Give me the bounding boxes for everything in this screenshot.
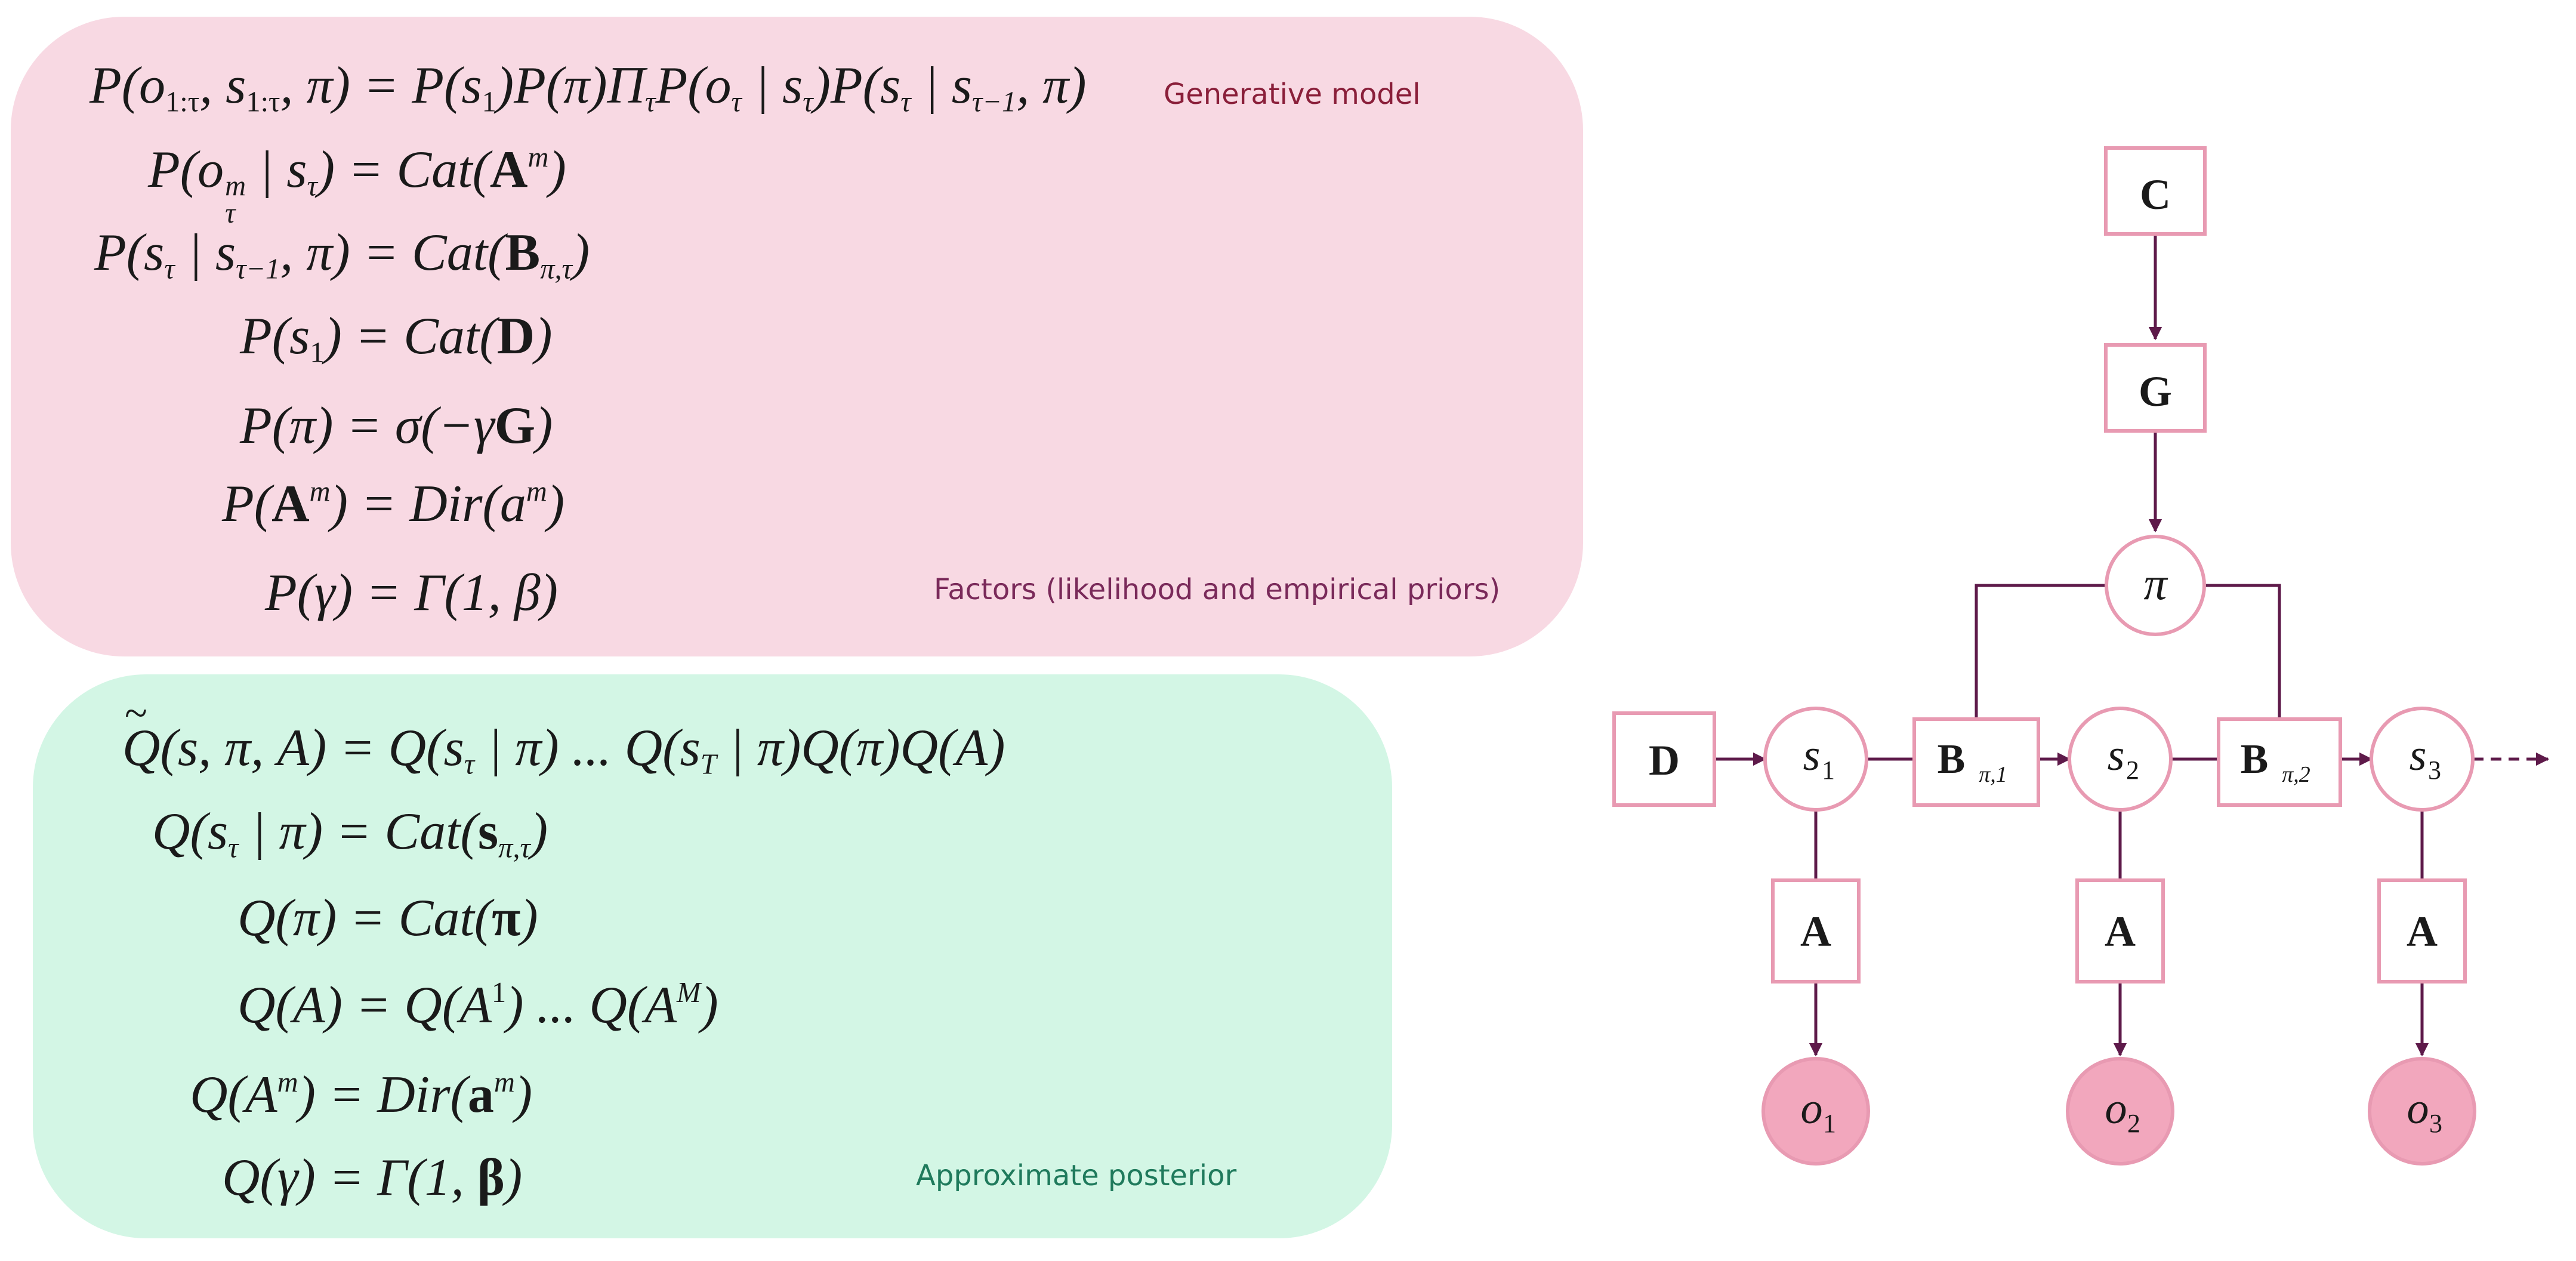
node-o2 [2066, 1057, 2174, 1166]
equation-posterior-A-dir: Q(Am) = Dir(am) [190, 1065, 533, 1124]
equation-posterior-A: Q(A) = Q(A1) ... Q(AM) [237, 976, 718, 1034]
equation-prior-pi: P(π) = σ(−γG) [240, 397, 553, 455]
eq-post-s-text: Q(s [152, 803, 229, 861]
node-o3 [2368, 1057, 2476, 1166]
node-labels: C G π D s 1 s 2 s 3 B π,1 B π,2 A A A o … [1649, 171, 2442, 1138]
eq-A-lhs-text: P(o [148, 140, 224, 199]
label-s1-sub: 1 [1822, 756, 1835, 785]
label-s1: s [1803, 731, 1821, 780]
node-C [2104, 146, 2207, 236]
equation-joint: P(o1:τ, s1:τ, π) = P(s1)P(π)ΠτP(oτ | sτ)… [90, 57, 1087, 118]
label-o2: o [2105, 1084, 2127, 1133]
equation-prior-D: P(s1) = Cat(D) [240, 307, 553, 369]
node-B1 [1912, 717, 2040, 807]
generative-model-label: Generative model [1164, 78, 1421, 111]
eq-joint-rhs-text: ) = P(s [332, 57, 482, 115]
equation-posterior-policies: Q(π) = Cat(π) [237, 889, 538, 947]
label-A3: A [2407, 908, 2438, 955]
eq-post-pi-text: Q(π) = Cat( [237, 889, 492, 947]
label-B2-sub: π,2 [2282, 762, 2310, 787]
label-B1-sub: π,1 [1979, 762, 2007, 787]
label-s3: s [2410, 731, 2427, 780]
eq-post-gamma-text: Q(γ) = Γ(1, [222, 1149, 477, 1207]
equation-transition-B: P(sτ | sτ−1, π) = Cat(Bπ,τ) [94, 224, 590, 285]
equation-posterior-joint: Q(s, π, A) = Q(sτ | π) ... Q(sT | π)Q(π)… [122, 722, 1005, 779]
label-D: D [1649, 736, 1680, 784]
factors-label: Factors (likelihood and empirical priors… [934, 573, 1501, 606]
node-s1 [1763, 707, 1868, 812]
eq-joint-lhs-text: P(o [90, 57, 166, 115]
generative-model-panel [11, 17, 1583, 656]
label-o3-sub: 3 [2429, 1109, 2442, 1138]
label-o1-sub: 1 [1823, 1109, 1836, 1138]
label-G: G [2139, 368, 2172, 415]
eq-D-lhs-text: P(s [240, 307, 310, 365]
label-s2: s [2108, 731, 2125, 780]
node-A2 [2075, 878, 2165, 983]
label-s3-sub: 3 [2428, 756, 2441, 785]
equation-prior-A: P(Am) = Dir(am) [222, 474, 565, 533]
eq-Adir-lhs-text: P( [222, 474, 272, 533]
eq-post-joint-text: Q(s, π, A) = Q(s [122, 719, 464, 777]
factor-graph-diagram: C G π D s 1 s 2 s 3 B π,1 B π,2 A A A o … [1612, 146, 2550, 1166]
label-pi: π [2143, 557, 2168, 609]
nodes [1612, 146, 2476, 1166]
node-B2 [2217, 717, 2342, 807]
node-G [2104, 343, 2207, 433]
label-C: C [2140, 171, 2171, 218]
label-A1: A [1800, 908, 1831, 955]
label-B2: B [2241, 736, 2269, 782]
edge-pi-to-B1 [1975, 584, 2106, 719]
node-A3 [2377, 878, 2467, 983]
approximate-posterior-label: Approximate posterior [916, 1159, 1237, 1192]
label-s2-sub: 2 [2126, 756, 2139, 785]
equation-posterior-gamma: Q(γ) = Γ(1, β) [222, 1149, 523, 1207]
eq-post-A-text: Q(A) = Q(A [237, 976, 492, 1034]
equation-prior-gamma: P(γ) = Γ(1, β) [265, 564, 558, 622]
label-o1: o [1801, 1084, 1823, 1133]
eq-B-lhs-text: P(s [94, 224, 165, 282]
node-A1 [1771, 878, 1861, 983]
label-o2-sub: 2 [2127, 1109, 2140, 1138]
node-o1 [1761, 1057, 1870, 1166]
equation-posterior-states: Q(sτ | π) = Cat(sπ,τ) [152, 803, 548, 864]
eq-pi-lhs-text: P(π) = σ(−γ [240, 397, 495, 455]
edge-pi-to-B2 [2204, 584, 2281, 719]
label-o3: o [2407, 1084, 2429, 1133]
node-D [1612, 711, 1716, 807]
eq-post-Am-text: Q(A [190, 1065, 277, 1124]
node-pi [2105, 535, 2206, 636]
node-s3 [2370, 707, 2475, 812]
label-B1: B [1938, 736, 1966, 782]
edges [1714, 234, 2550, 1057]
node-s2 [2068, 707, 2173, 812]
label-A2: A [2105, 908, 2136, 955]
